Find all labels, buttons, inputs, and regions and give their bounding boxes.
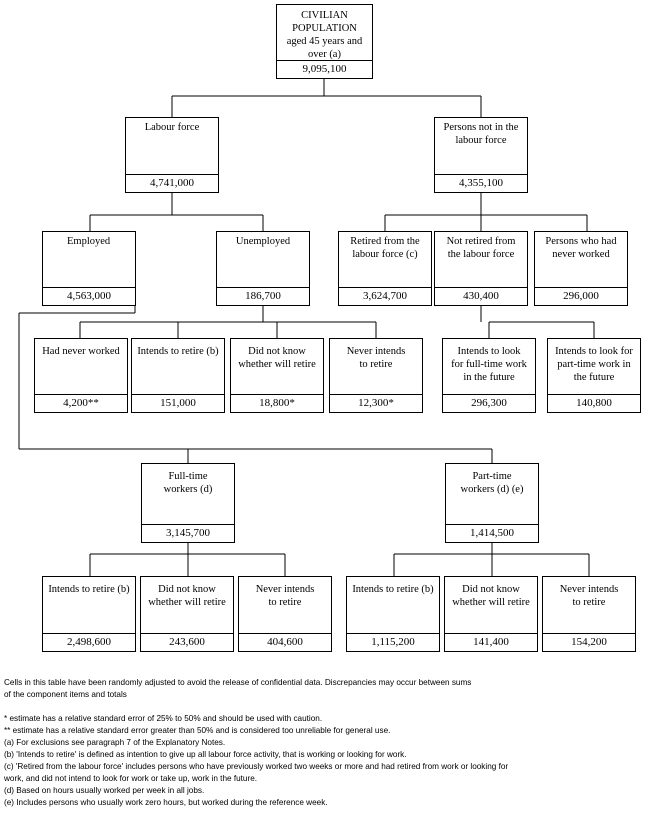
node-label: Never intends to retire [255, 584, 315, 608]
node-value: 404,600 [239, 633, 331, 651]
node-unemployed-had-never-worked: Had never worked 4,200** [34, 338, 128, 413]
node-value: 4,355,100 [435, 174, 527, 192]
node-unemployed: Unemployed 186,700 [216, 231, 310, 306]
node-value: 296,000 [535, 287, 627, 305]
node-label: Persons not in the labour force [443, 122, 519, 146]
node-labour-force: Labour force 4,741,000 [125, 117, 219, 193]
footnote-b: (b) 'Intends to retire' is defined as in… [4, 750, 407, 759]
node-value: 296,300 [443, 394, 535, 412]
node-label: Persons who had never worked [545, 236, 617, 260]
node-pt-never-intends: Never intends to retire 154,200 [542, 576, 636, 652]
node-value: 3,145,700 [142, 524, 234, 542]
node-value: 186,700 [217, 287, 309, 305]
node-label: Part-time workers (d) (e) [460, 471, 524, 495]
node-label: Intends to retire (b) [352, 584, 434, 595]
node-value: 140,800 [548, 394, 640, 412]
node-label: Full-time workers (d) [163, 471, 213, 495]
node-label: Did not know whether will retire [452, 584, 530, 608]
node-value: 18,800* [231, 394, 323, 412]
node-label: Employed [67, 236, 111, 247]
node-value: 9,095,100 [277, 60, 372, 78]
node-value: 3,624,700 [339, 287, 431, 305]
note-confidentiality-line-2: of the component items and totals [4, 690, 127, 699]
note-confidentiality-line-1: Cells in this table have been randomly a… [4, 678, 472, 687]
footnote-star: * estimate has a relative standard error… [4, 714, 323, 723]
node-value: 430,400 [435, 287, 527, 305]
node-value: 243,600 [141, 633, 233, 651]
node-civilian-population: CIVILIAN POPULATION aged 45 years and ov… [276, 4, 373, 79]
node-value: 141,400 [445, 633, 537, 651]
node-not-retired: Not retired from the labour force 430,40… [434, 231, 528, 306]
footnote-c-line-2: work, and did not intend to look for wor… [4, 774, 258, 783]
node-value: 2,498,600 [43, 633, 135, 651]
note-confidentiality: Cells in this table have been randomly a… [4, 677, 471, 701]
node-value: 4,563,000 [43, 287, 135, 305]
footnote-a: (a) For exclusions see paragraph 7 of th… [4, 738, 226, 747]
node-value: 1,414,500 [446, 524, 538, 542]
node-pt-did-not-know: Did not know whether will retire 141,400 [444, 576, 538, 652]
node-label: Did not know whether will retire [148, 584, 226, 608]
node-look-full-time: Intends to look for full-time work in th… [442, 338, 536, 413]
node-label: CIVILIAN POPULATION aged 45 years and ov… [286, 10, 363, 60]
node-label: Labour force [144, 122, 200, 133]
node-unemployed-intends-to-retire: Intends to retire (b) 151,000 [131, 338, 225, 413]
footnote-double-star: ** estimate has a relative standard erro… [4, 726, 391, 735]
node-label: Did not know whether will retire [238, 346, 316, 370]
node-employed: Employed 4,563,000 [42, 231, 136, 306]
node-look-part-time: Intends to look for part-time work in th… [547, 338, 641, 413]
node-label: Never intends to retire [346, 346, 406, 370]
node-label: Intends to look for part-time work in th… [555, 346, 633, 383]
footnote-d: (d) Based on hours usually worked per we… [4, 786, 205, 795]
node-label: Not retired from the labour force [446, 236, 516, 260]
node-value: 4,741,000 [126, 174, 218, 192]
node-full-time-workers: Full-time workers (d) 3,145,700 [141, 463, 235, 543]
node-label: Intends to retire (b) [48, 584, 130, 595]
node-persons-never-worked: Persons who had never worked 296,000 [534, 231, 628, 306]
node-value: 1,115,200 [347, 633, 439, 651]
node-value: 12,300* [330, 394, 422, 412]
node-not-in-labour-force: Persons not in the labour force 4,355,10… [434, 117, 528, 193]
footnotes: * estimate has a relative standard error… [4, 713, 508, 809]
node-label: Retired from the labour force (c) [350, 236, 420, 260]
node-pt-intends-to-retire: Intends to retire (b) 1,115,200 [346, 576, 440, 652]
node-label: Never intends to retire [559, 584, 619, 608]
node-label: Intends to look for full-time work in th… [451, 346, 527, 383]
footnote-c-line-1: (c) 'Retired from the labour force' incl… [4, 762, 509, 771]
node-unemployed-never-intends: Never intends to retire 12,300* [329, 338, 423, 413]
node-unemployed-did-not-know: Did not know whether will retire 18,800* [230, 338, 324, 413]
node-label: Had never worked [42, 346, 120, 357]
node-retired: Retired from the labour force (c) 3,624,… [338, 231, 432, 306]
node-label: Unemployed [235, 236, 291, 247]
node-ft-never-intends: Never intends to retire 404,600 [238, 576, 332, 652]
node-value: 4,200** [35, 394, 127, 412]
node-label: Intends to retire (b) [137, 346, 219, 357]
node-part-time-workers: Part-time workers (d) (e) 1,414,500 [445, 463, 539, 543]
footnote-e: (e) Includes persons who usually work ze… [4, 798, 328, 807]
node-ft-did-not-know: Did not know whether will retire 243,600 [140, 576, 234, 652]
node-ft-intends-to-retire: Intends to retire (b) 2,498,600 [42, 576, 136, 652]
node-value: 151,000 [132, 394, 224, 412]
node-value: 154,200 [543, 633, 635, 651]
